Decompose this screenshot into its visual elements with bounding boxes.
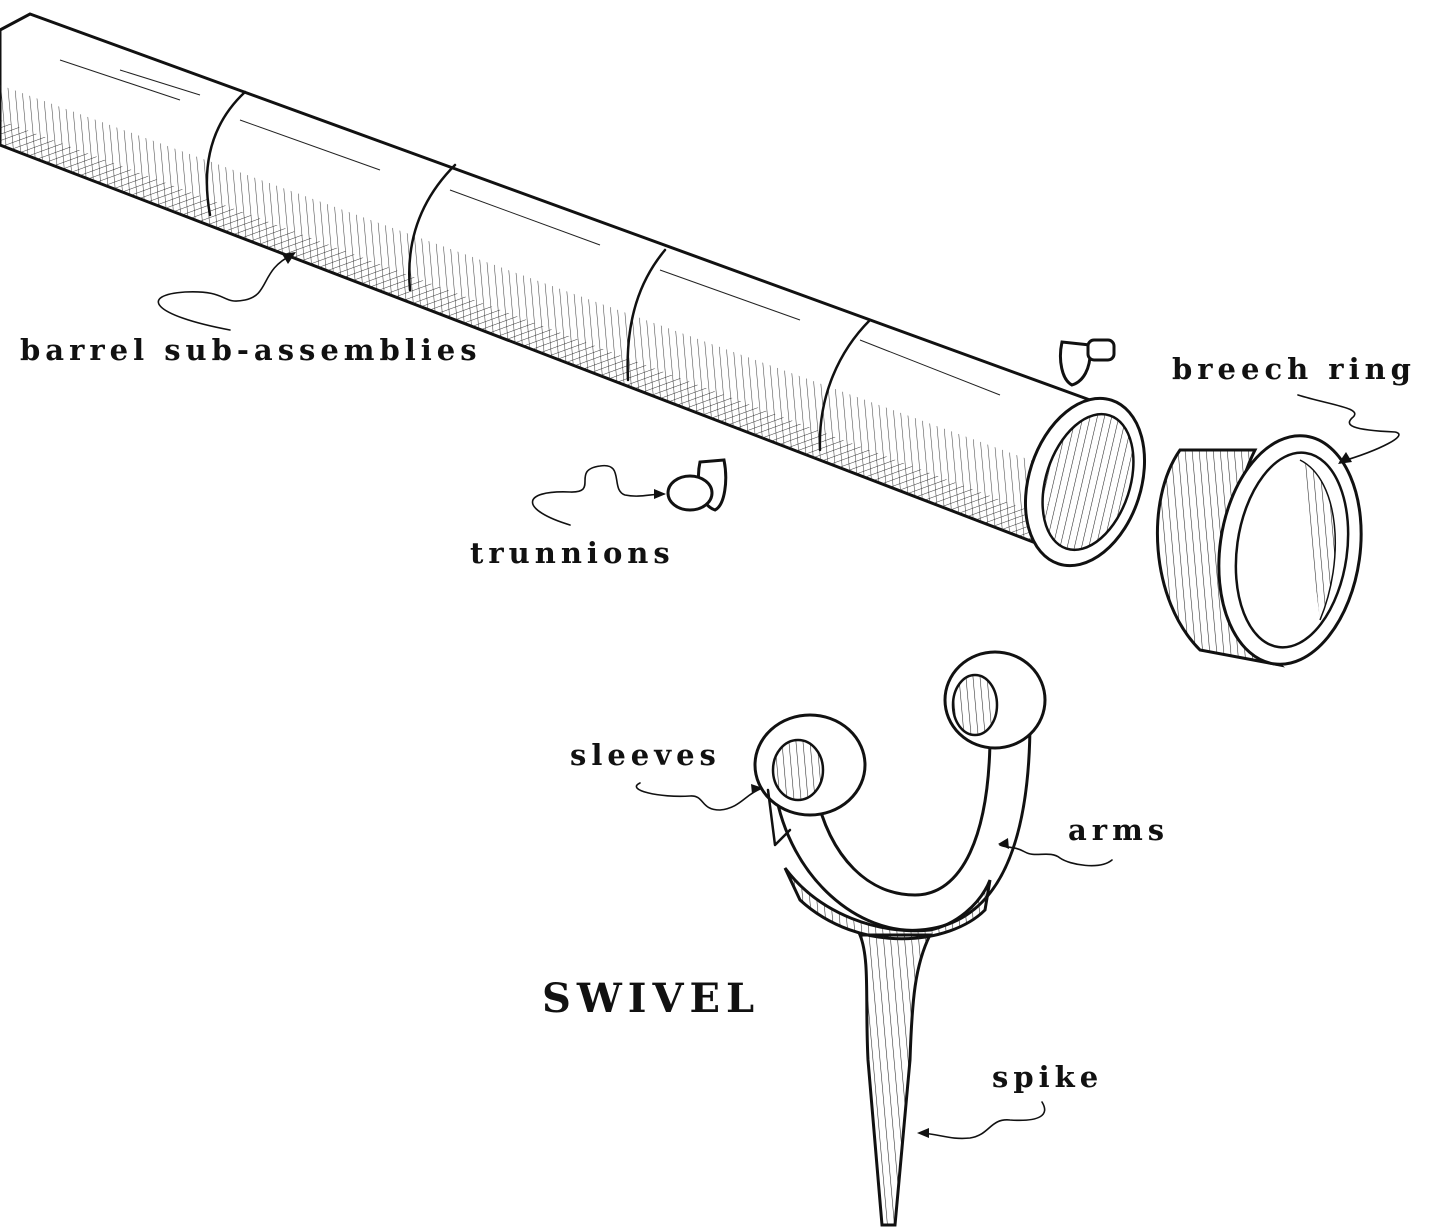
- breech-ring-inner: [1234, 451, 1350, 649]
- label-arms: arms: [1068, 813, 1170, 847]
- trunnion-lower: [666, 458, 728, 512]
- leader-spike: [919, 1101, 1046, 1140]
- leader-lines: [157, 254, 1400, 1140]
- barrel: [0, 12, 1147, 568]
- label-breech-ring: breech ring: [1172, 352, 1416, 386]
- label-spike: spike: [992, 1060, 1104, 1094]
- trunnion-upper: [1058, 338, 1116, 387]
- barrel-shading-dark: [0, 120, 1080, 560]
- swivel: [753, 650, 1047, 1227]
- breech-ring: [1155, 434, 1363, 668]
- swivel-spike: [857, 933, 933, 1227]
- leader-barrel: [157, 254, 293, 331]
- label-barrel-sub-assemblies: barrel sub-assemblies: [20, 333, 482, 367]
- leader-arms: [999, 844, 1113, 867]
- barrel-seams: [205, 90, 872, 452]
- label-trunnions: trunnions: [470, 536, 675, 570]
- leader-arrowheads: [282, 252, 1352, 1138]
- label-sleeves: sleeves: [570, 738, 721, 772]
- barrel-bore-inner: [1041, 412, 1135, 552]
- leader-sleeves: [635, 782, 761, 811]
- leader-breech-ring: [1297, 394, 1400, 463]
- leader-trunnions: [531, 464, 665, 526]
- barrel-highlight-strokes: [59, 59, 1001, 396]
- diagram-title: SWIVEL: [542, 975, 761, 1022]
